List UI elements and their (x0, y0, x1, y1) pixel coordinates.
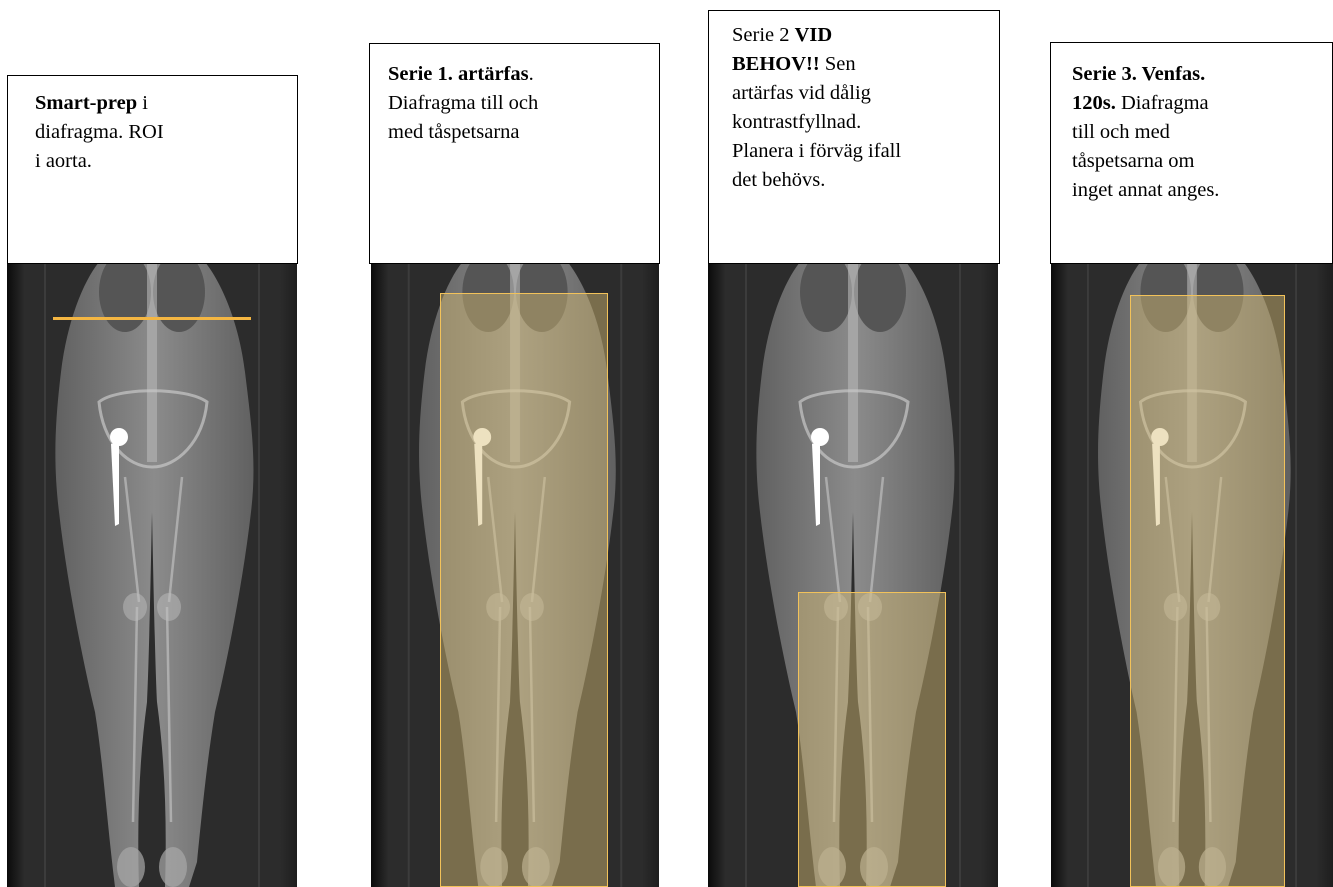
caption-bold-text: Serie 3. Venfas. (1072, 63, 1205, 85)
caption-text: Serie 2 (732, 24, 795, 46)
caption-text: Diafragma (1116, 92, 1209, 114)
caption-text: Diafragma till och (388, 92, 538, 114)
caption-box-smart-prep: Smart-prep i diafragma. ROI i aorta. (7, 75, 298, 264)
caption-line: BEHOV!! Sen (732, 50, 999, 79)
caption-line: kontrastfyllnad. (732, 108, 999, 137)
caption-line: med tåspetsarna (388, 118, 659, 147)
caption-line: Serie 1. artärfas. (388, 60, 659, 89)
caption-line: det behövs. (732, 166, 999, 195)
caption-line: Serie 2 VID (732, 21, 999, 50)
caption-line: diafragma. ROI (35, 118, 297, 147)
caption-line: artärfas vid dålig (732, 79, 999, 108)
caption-box-serie-1: Serie 1. artärfas. Diafragma till och med … (369, 43, 660, 264)
caption-bold-text: 120s. (1072, 92, 1116, 114)
caption-text: . (529, 63, 534, 85)
scan-range-box-serie-3[interactable] (1130, 295, 1285, 887)
body-silhouette (7, 262, 297, 887)
ct-scout-image (7, 262, 297, 887)
caption-line: Serie 3. Venfas. (1072, 60, 1332, 89)
caption-text: artärfas vid dålig (732, 82, 871, 104)
caption-text: diafragma. ROI (35, 121, 164, 143)
caption-text: till och med (1072, 121, 1170, 143)
caption-bold-text: BEHOV!! (732, 53, 820, 75)
caption-text: i (137, 92, 148, 114)
scan-range-box-serie-2[interactable] (798, 592, 946, 887)
caption-line: inget annat anges. (1072, 176, 1332, 205)
caption-box-serie-3: Serie 3. Venfas. 120s. Diafragma till och … (1050, 42, 1333, 264)
caption-text: Sen (820, 53, 856, 75)
caption-line: 120s. Diafragma (1072, 89, 1332, 118)
caption-line: Smart-prep i (35, 89, 297, 118)
caption-line: i aorta. (35, 147, 297, 176)
caption-text: kontrastfyllnad. (732, 111, 861, 133)
caption-text: inget annat anges. (1072, 179, 1219, 201)
caption-text: det behövs. (732, 169, 825, 191)
caption-text: med tåspetsarna (388, 121, 520, 143)
caption-line: Diafragma till och (388, 89, 659, 118)
caption-text: Planera i förväg ifall (732, 140, 901, 162)
caption-line: Planera i förväg ifall (732, 137, 999, 166)
caption-text: tåspetsarna om (1072, 150, 1194, 172)
caption-line: tåspetsarna om (1072, 147, 1332, 176)
roi-level-line[interactable] (53, 317, 251, 320)
caption-bold-text: Serie 1. artärfas (388, 63, 529, 85)
caption-text: i aorta. (35, 150, 92, 172)
scan-range-box-serie-1[interactable] (440, 293, 608, 887)
caption-bold-text: VID (795, 24, 833, 46)
caption-line: till och med (1072, 118, 1332, 147)
caption-bold-text: Smart-prep (35, 92, 137, 114)
